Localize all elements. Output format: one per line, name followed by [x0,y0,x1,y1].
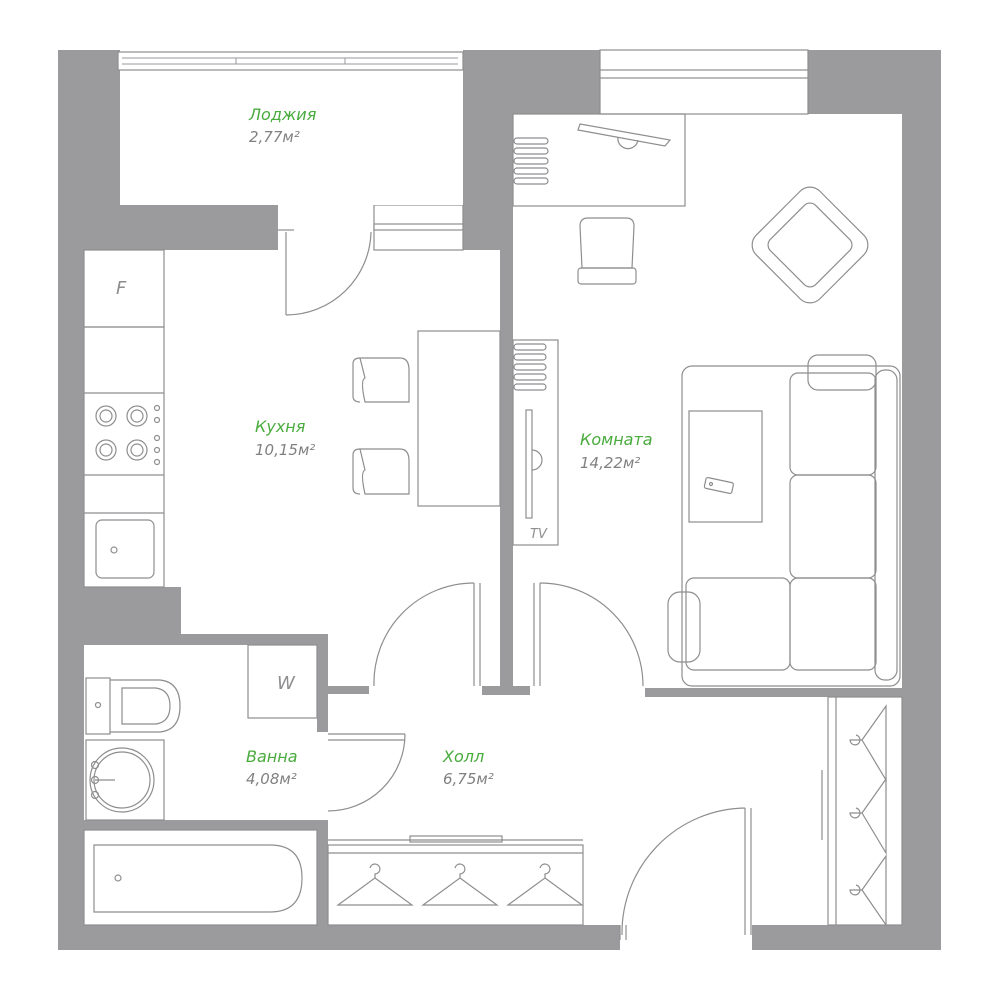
kitchen [83,249,501,687]
hanger-6 [849,854,887,927]
bathtub [83,829,318,926]
tv-cabinet [512,339,559,546]
desk-chair [577,217,637,285]
chair-1 [352,357,410,403]
kitchen-counter [83,326,165,588]
wardrobe-right [821,696,903,927]
wall-kitchen-room [500,250,513,695]
wall-loggia-bottom-left [84,205,278,250]
tv [525,409,543,519]
kitchen-area: 10,15м² [255,441,315,459]
toilet [85,677,181,735]
loggia-area: 2,77м² [249,128,300,146]
room-area: 14,22м² [580,454,640,472]
wall-room-hall [645,688,903,697]
walls [58,50,941,950]
tv-label: TV [530,527,548,542]
wall-kitchen-bath-2 [84,634,328,645]
kitchen-sink [95,519,155,579]
hanger-2 [421,863,499,906]
hanger-3 [506,863,584,906]
living-room: TV [512,113,901,687]
wall-bath-bottom-r [317,820,328,930]
sofa [667,354,901,687]
wall-mid-column [463,50,513,250]
window-loggia [117,51,464,71]
kitchen-name: Кухня [255,417,306,436]
desk [512,113,686,207]
remote-control [703,476,734,495]
wall-bath-bottom [84,820,328,830]
bathroom-area: 4,08м² [246,770,297,788]
hanger-4 [849,704,887,783]
washbasin [85,739,165,821]
wardrobe-hall [327,835,584,926]
bathroom [83,644,406,926]
hanger-5 [849,777,887,856]
window-room [599,49,809,115]
washer-label: W [277,673,296,694]
wall-outer-right [902,50,941,950]
hall [327,696,903,940]
stove [95,404,161,466]
dining-table [417,330,501,507]
wall-bottom-right [752,925,941,950]
chair-2 [352,448,410,495]
loggia-name: Лоджия [248,105,317,124]
washing-machine [247,644,318,719]
radiator [513,137,549,185]
room-name: Комната [580,430,653,449]
loggia [120,72,463,316]
wall-hall-top [482,686,530,695]
laptop [577,123,672,150]
coffee-table [688,410,763,523]
hall-name: Холл [442,747,484,766]
entrance-door [619,807,752,940]
armchair [751,186,869,304]
fridge-label: F [116,278,127,299]
wall-bottom-left [58,925,620,950]
wall-bath-right [317,634,328,732]
wall-bath-hall [317,686,369,694]
bathroom-name: Ванна [246,747,298,766]
hall-area: 6,75м² [443,770,494,788]
radiator-2 [513,343,547,391]
windows [117,49,809,251]
hanger-1 [336,863,414,906]
